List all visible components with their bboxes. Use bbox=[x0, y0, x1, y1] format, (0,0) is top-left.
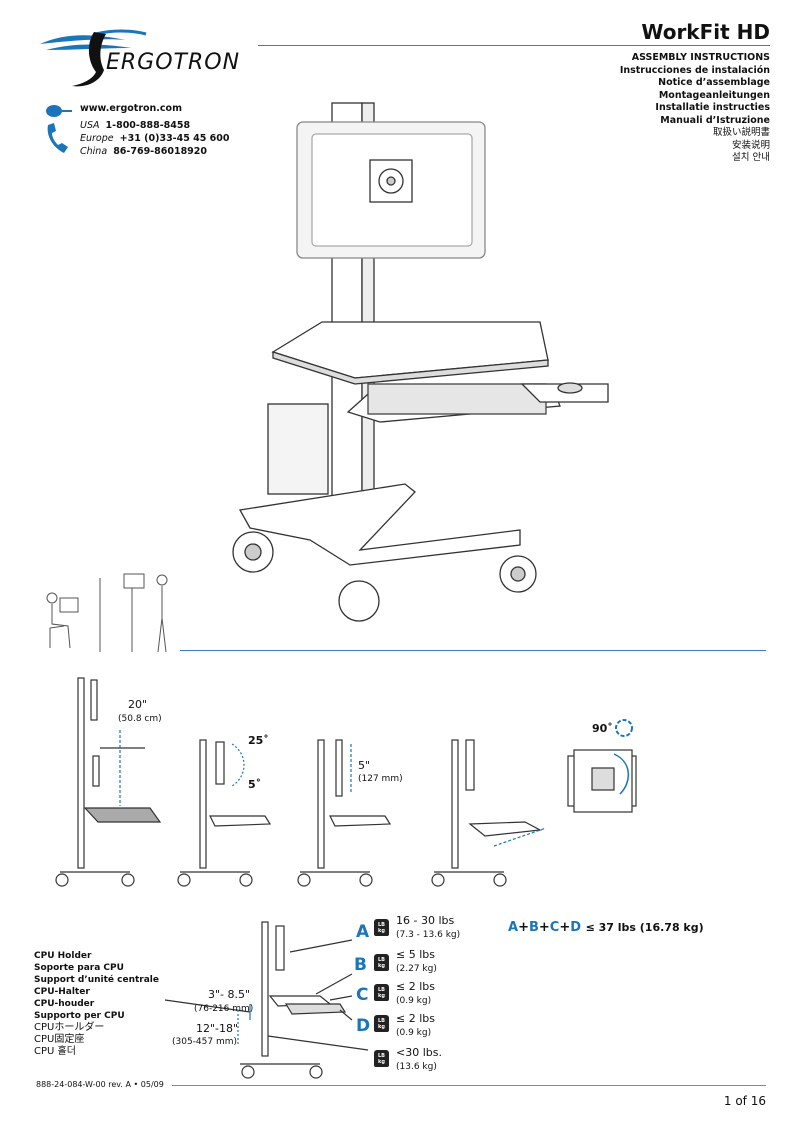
capacity-metric: (13.6 kg) bbox=[396, 1062, 437, 1072]
capacity-total: A+B+C+D ≤ 37 lbs (16.78 kg) bbox=[508, 920, 704, 935]
letter-c: C bbox=[356, 985, 369, 1005]
height-travel-metric: (50.8 cm) bbox=[118, 714, 162, 724]
capacity-range: ≤ 2 lbs bbox=[396, 1012, 435, 1025]
phone-number: 1-800-888-8458 bbox=[105, 120, 191, 131]
page-number: 1 of 16 bbox=[723, 1094, 766, 1108]
letter-a: A bbox=[356, 922, 370, 942]
phone-usa: USA 1-800-888-8458 bbox=[80, 120, 190, 133]
lang-ko: 설치 안내 bbox=[732, 152, 770, 163]
cpu-label-de: CPU-Halter bbox=[34, 987, 90, 997]
lang-en: ASSEMBLY INSTRUCTIONS bbox=[631, 52, 770, 63]
lift-label: 5" bbox=[358, 759, 371, 772]
capacity-metric: (0.9 kg) bbox=[396, 1028, 432, 1038]
cpu-holder-labels: CPU Holder Soporte para CPU Support d’un… bbox=[34, 950, 159, 1058]
adjustment-diagrams bbox=[55, 677, 637, 887]
lang-fr: Notice d’assemblage bbox=[658, 77, 770, 88]
letter-b: B bbox=[354, 955, 367, 975]
lang-nl: Installatie instructies bbox=[655, 102, 770, 113]
rotate-icon bbox=[615, 719, 633, 737]
cpu-dim-width-metric: (76-216 mm) bbox=[194, 1004, 254, 1014]
capacity-range: ≤ 5 lbs bbox=[396, 948, 435, 961]
tilt-up-label: 25˚ bbox=[248, 734, 269, 747]
cpu-label-zh: CPU固定座 bbox=[34, 1034, 85, 1045]
height-travel-label: 20" bbox=[128, 698, 148, 711]
capacity-metric: (7.3 - 13.6 kg) bbox=[396, 930, 461, 940]
cpu-label-en: CPU Holder bbox=[34, 951, 92, 961]
workstation-illustration bbox=[232, 102, 609, 622]
product-title: WorkFit HD bbox=[641, 20, 770, 44]
lang-ja: 取扱い説明書 bbox=[712, 127, 770, 138]
letter-d: D bbox=[356, 1016, 371, 1036]
cpu-label-es: Soporte para CPU bbox=[34, 963, 124, 973]
cpu-label-fr: Support d’unité centrale bbox=[34, 975, 159, 985]
capacity-total-value: ≤ 37 lbs (16.78 kg) bbox=[585, 921, 704, 934]
phone-china: China 86-769-86018920 bbox=[80, 146, 207, 159]
section-rule bbox=[180, 650, 766, 651]
globe-mouse-icon bbox=[46, 105, 72, 117]
website-link[interactable]: www.ergotron.com bbox=[80, 103, 182, 114]
doc-number: 888-24-084-W-00 rev. A • 05/09 bbox=[36, 1080, 164, 1089]
phone-number: 86-769-86018920 bbox=[113, 146, 208, 157]
ergotron-logo: ERGOTRON bbox=[36, 24, 256, 94]
capacity-diagram bbox=[164, 921, 369, 1079]
capacity-metric: (2.27 kg) bbox=[396, 964, 437, 974]
phone-icon bbox=[47, 123, 68, 153]
cpu-dim-height-metric: (305-457 mm) bbox=[172, 1037, 238, 1047]
brand-name: ERGOTRON bbox=[106, 50, 241, 75]
header-rule bbox=[258, 45, 770, 46]
capacity-range: ≤ 2 lbs bbox=[396, 980, 435, 993]
cpu-dim-height: 12"-18" bbox=[196, 1022, 239, 1035]
language-list: ASSEMBLY INSTRUCTIONS Instrucciones de i… bbox=[520, 52, 770, 165]
cpu-label-ko: CPU 홀더 bbox=[34, 1046, 76, 1057]
phone-number: +31 (0)33-45 45 600 bbox=[119, 133, 230, 144]
region-label: USA bbox=[80, 120, 100, 131]
capacity-range: <30 lbs. bbox=[396, 1046, 442, 1059]
phone-europe: Europe +31 (0)33-45 45 600 bbox=[80, 133, 230, 146]
sit-stand-figures-illustration bbox=[46, 573, 168, 653]
lang-zh: 安装说明 bbox=[731, 139, 770, 151]
tilt-down-label: 5˚ bbox=[248, 778, 262, 791]
lang-es: Instrucciones de instalación bbox=[619, 64, 770, 76]
capacity-range: 16 - 30 lbs bbox=[396, 914, 455, 927]
region-label: China bbox=[80, 146, 108, 157]
footer-rule bbox=[172, 1085, 766, 1086]
region-label: Europe bbox=[80, 133, 114, 144]
lang-it: Manuali d’Istruzione bbox=[660, 114, 770, 126]
lang-de: Montageanleitungen bbox=[658, 89, 770, 101]
cpu-dim-width: 3"- 8.5" bbox=[208, 988, 251, 1001]
lift-metric: (127 mm) bbox=[358, 774, 403, 784]
cpu-label-nl: CPU-houder bbox=[34, 999, 95, 1009]
rotation-label: 90˚ bbox=[592, 722, 613, 735]
capacity-metric: (0.9 kg) bbox=[396, 996, 432, 1006]
cpu-label-it: Supporto per CPU bbox=[34, 1011, 125, 1021]
cpu-label-ja: CPUホールダー bbox=[34, 1022, 105, 1033]
logo-swoosh-icon bbox=[40, 29, 147, 87]
